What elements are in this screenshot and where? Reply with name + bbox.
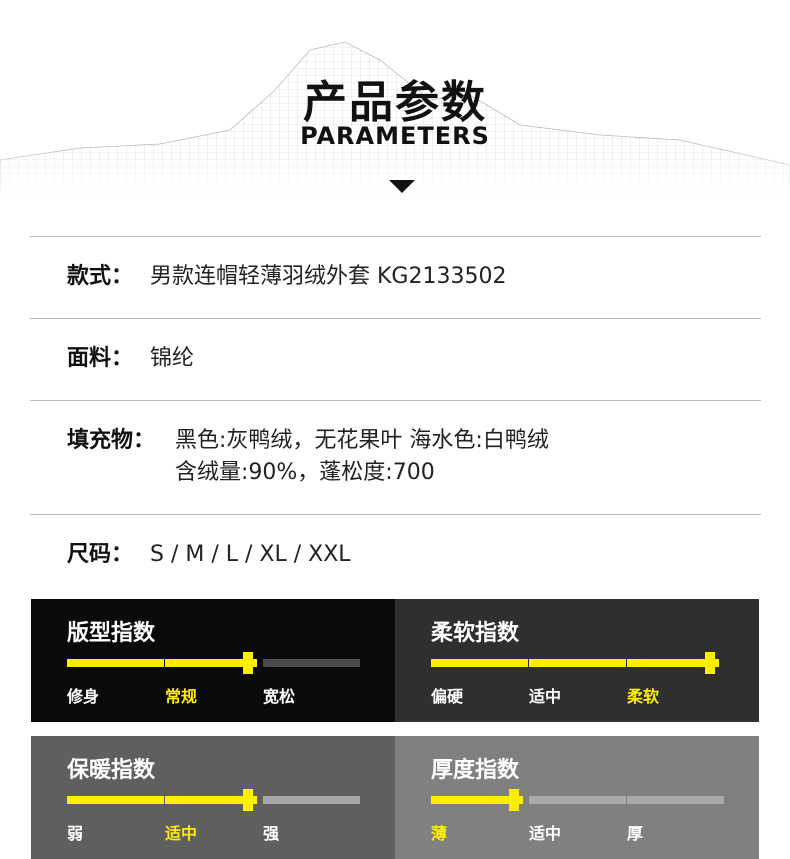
param-label: 尺码： <box>67 542 134 567</box>
scale-label: 适中 <box>529 824 562 843</box>
param-row-fabric: 面料： 锦纶 <box>67 343 194 375</box>
divider <box>30 400 761 401</box>
scale-label: 厚 <box>627 824 644 843</box>
param-value: 锦纶 <box>150 346 195 371</box>
scale-label: 适中 <box>529 687 562 706</box>
param-label: 填充物： <box>67 428 156 453</box>
scale-segment <box>263 659 360 667</box>
param-row-filling: 填充物： 黑色:灰鸭绒，无花果叶 海水色:白鸭绒 含绒量:90%，蓬松度:700 <box>67 425 549 485</box>
scale-label: 强 <box>263 824 280 843</box>
index-panel: 柔软指数偏硬 适中 柔软 <box>395 599 759 722</box>
divider <box>30 318 761 319</box>
scale-label: 柔软 <box>627 687 660 706</box>
scale-marker <box>705 652 715 674</box>
scale-label: 弱 <box>67 824 84 843</box>
param-value: S / M / L / XL / XXL <box>150 542 351 567</box>
scale-segment <box>431 796 523 804</box>
divider <box>30 236 761 237</box>
index-title: 厚度指数 <box>431 758 520 783</box>
scale-segment <box>529 796 626 804</box>
scale-marker <box>509 789 519 811</box>
scale-segment <box>67 659 164 667</box>
param-value-line2: 含绒量:90%，蓬松度:700 <box>175 460 435 485</box>
scale-marker <box>243 789 253 811</box>
scale-segment <box>431 659 528 667</box>
scale-label: 适中 <box>165 824 198 843</box>
index-panel: 厚度指数薄 适中 厚 <box>395 736 759 859</box>
scale-label: 修身 <box>67 687 100 706</box>
section-title: 产品参数 <box>303 77 487 128</box>
scale-label: 偏硬 <box>431 687 464 706</box>
section-header: 产品参数 PARAMETERS <box>0 0 790 200</box>
scale-label: 常规 <box>165 687 198 706</box>
param-value-line1: 黑色:灰鸭绒，无花果叶 海水色:白鸭绒 <box>175 428 549 453</box>
scale-label: 宽松 <box>263 687 296 706</box>
scale-segment <box>627 796 724 804</box>
index-title: 保暖指数 <box>67 758 156 783</box>
param-row-style: 款式： 男款连帽轻薄羽绒外套 KG2133502 <box>67 261 506 293</box>
scale-segment <box>165 796 257 804</box>
scale-label: 薄 <box>431 824 448 843</box>
index-title: 柔软指数 <box>431 621 520 646</box>
divider <box>30 514 761 515</box>
scale-segment <box>165 659 257 667</box>
param-value: 男款连帽轻薄羽绒外套 KG2133502 <box>150 264 507 289</box>
scale-marker <box>243 652 253 674</box>
scale-segment <box>67 796 164 804</box>
scale-segment <box>529 659 626 667</box>
param-row-size: 尺码： S / M / L / XL / XXL <box>67 539 351 571</box>
mountain-wireframe-graphic <box>0 41 790 200</box>
scale-segment <box>263 796 360 804</box>
index-title: 版型指数 <box>67 621 156 646</box>
param-label: 面料： <box>67 346 134 371</box>
index-panel: 保暖指数弱 适中 强 <box>31 736 395 859</box>
index-panel: 版型指数修身 常规 宽松 <box>31 599 395 722</box>
param-label: 款式： <box>67 264 134 289</box>
scale-segment <box>627 659 719 667</box>
triangle-down-icon <box>389 180 415 193</box>
section-subtitle: PARAMETERS <box>300 122 490 150</box>
